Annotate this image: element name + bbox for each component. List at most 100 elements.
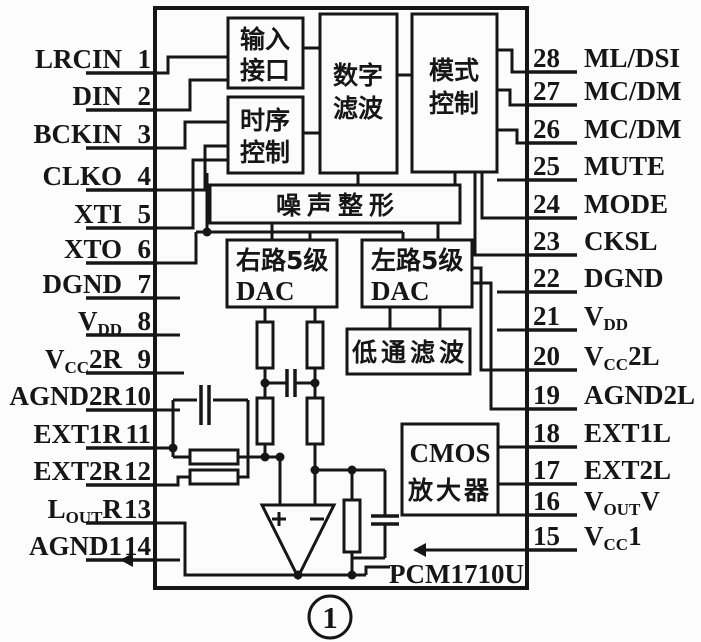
pin-number: 6 [138, 234, 152, 264]
pin-number: 20 [533, 341, 560, 371]
agnd1-direction-arrow [120, 553, 133, 567]
junction-dot [347, 465, 357, 475]
pin-number: 25 [533, 151, 560, 181]
block-noise-shaper-label: 噪声整形 [276, 191, 400, 220]
pin-label: VDD [584, 301, 628, 334]
junction-dot [293, 570, 303, 580]
block-digital-filter-label: 数字 [333, 61, 383, 90]
pin-number: 15 [533, 521, 560, 551]
pin-label: EXT1L [584, 418, 671, 448]
pin-label: LOUTR [48, 494, 123, 527]
pin-label: CKSL [584, 226, 658, 256]
block-cmos-amplifier [400, 422, 500, 517]
block-lowpass-filter [345, 327, 472, 376]
junction-dot [260, 378, 270, 388]
output-capacitor [371, 514, 399, 526]
block-input-interface-label: 输入 [240, 25, 290, 54]
block-left-dac [360, 238, 474, 309]
block-right-dac-label: 右路5级 [236, 246, 328, 275]
pin-number: 26 [533, 114, 560, 144]
junction-dot [310, 465, 320, 475]
wiring-blocks [196, 46, 457, 329]
pin-number: 21 [533, 301, 560, 331]
pin-left-9: 9 VCC2R [45, 344, 157, 377]
pin-right-24: 24 MODE [527, 189, 668, 220]
wire [173, 398, 250, 479]
block-cmos-amplifier-label: CMOS [410, 438, 491, 468]
pin-label: AGND2L [584, 380, 695, 410]
resistor-2 [305, 320, 325, 370]
vcc1-direction-arrow [413, 543, 426, 557]
resistor-7 [188, 468, 240, 486]
pin-number: 1 [138, 44, 152, 74]
pin-number: 7 [138, 269, 152, 299]
pin-label: VCC2R [45, 344, 123, 377]
pin-number: 5 [138, 199, 152, 229]
wiring-right [413, 48, 527, 557]
pin-label: MC/DM [584, 76, 681, 106]
pin-right-21: 21 VDD [527, 301, 628, 334]
block-lowpass-filter-label: 低通滤波 [351, 338, 468, 367]
pin-label: XTI [74, 199, 122, 229]
wire [263, 307, 317, 322]
wire [472, 281, 527, 411]
block-left-dac-label: 左路5级 [371, 246, 463, 275]
resistor-1 [255, 320, 275, 370]
pin-label: VCC1 [584, 521, 642, 554]
pin-label: BCKIN [33, 119, 122, 149]
pin-number: 23 [533, 226, 560, 256]
block-mode-control-label: 模式 [429, 56, 479, 85]
pin-left-6: 6 XTO [64, 234, 157, 265]
wire [155, 232, 198, 265]
pin-label: EXT1R [33, 419, 122, 449]
pin-number: 9 [138, 344, 152, 374]
capacitor-between-ladders [285, 369, 297, 397]
pin-number: 2 [138, 81, 152, 111]
wire [155, 158, 228, 230]
block-right-dac [225, 238, 339, 309]
pin-left-5: 5 XTI [74, 199, 157, 230]
wire [155, 521, 390, 577]
junction-dot [347, 570, 357, 580]
pin-label: MODE [584, 189, 668, 219]
pin-label: DGND [43, 269, 123, 299]
pin-number: 18 [533, 418, 560, 448]
wire [155, 78, 228, 112]
pin-number: 13 [124, 494, 151, 524]
block-digital-filter-label: 滤波 [333, 94, 384, 123]
pin-label: MC/DM [584, 114, 681, 144]
block-mode-control-label: 控制 [429, 89, 479, 118]
block-timing-control [226, 95, 305, 175]
pin-left-2: 2 DIN [72, 81, 157, 112]
junction-dot [168, 443, 178, 453]
pin-label: XTO [64, 234, 122, 264]
pin-label: ML/DSI [584, 43, 680, 73]
analog-network [168, 227, 399, 581]
pin-number: 12 [124, 456, 151, 486]
block-cmos-amplifier-label: 放大器 [407, 476, 492, 505]
pin-label: DGND [584, 263, 664, 293]
pin-number: 8 [138, 306, 152, 336]
pin-left-8: 8 VDD [78, 306, 157, 339]
pin-label: VDD [78, 306, 122, 339]
pin-number: 24 [533, 189, 560, 219]
resistor-5 [342, 498, 362, 554]
pin-right-26: 26 MC/DM [527, 114, 681, 145]
pin-label: CLKO [42, 161, 122, 191]
pin-label: DIN [72, 81, 122, 111]
